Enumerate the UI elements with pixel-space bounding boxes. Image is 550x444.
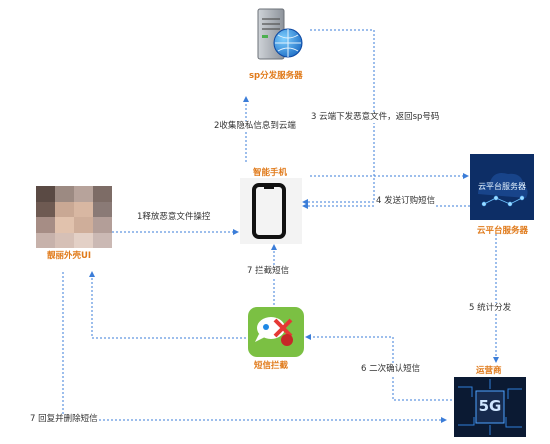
phone-title: 智能手机 xyxy=(253,168,288,178)
edge-label-6: 6 二次确认短信 xyxy=(360,364,422,375)
cloud-icon-text: 云平台服务器 xyxy=(478,182,526,191)
edge-label-5: 5 统计分发 xyxy=(468,303,513,314)
edge-7b-connector xyxy=(89,271,246,339)
shell-title: 靓丽外壳UI xyxy=(47,251,92,261)
edge-label-7a: 7 拦截短信 xyxy=(246,266,291,277)
edge-label-2: 2收集隐私信息到云端 xyxy=(213,121,297,132)
5g-chip-icon: 5G xyxy=(454,377,526,437)
blurred-avatar-icon xyxy=(36,186,112,248)
edge-6-connector xyxy=(305,334,452,401)
operator-title: 运营商 xyxy=(476,366,502,376)
edge-label-4: 4 发送订购短信 xyxy=(375,196,437,207)
cloud-title: 云平台服务器 xyxy=(477,226,529,236)
edge-label-7b: 7 回复并删除短信 xyxy=(29,414,99,425)
server-globe-icon xyxy=(248,5,312,65)
sms-intercept-app-icon xyxy=(247,306,305,358)
5g-text: 5G xyxy=(478,397,502,415)
sms-title: 短信拦截 xyxy=(254,361,289,371)
smartphone-icon xyxy=(240,178,302,244)
server-title: sp分发服务器 xyxy=(249,71,303,81)
edge-label-1: 1释放恶意文件操控 xyxy=(136,212,212,223)
edge-label-3: 3 云端下发恶意文件，返回sp号码 xyxy=(310,112,441,123)
cloud-platform-icon: 云平台服务器 xyxy=(470,154,534,220)
